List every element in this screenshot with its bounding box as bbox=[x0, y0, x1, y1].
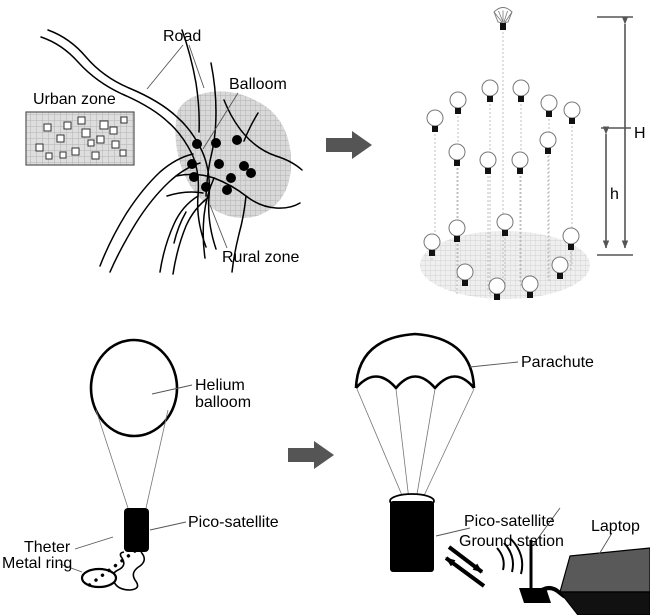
helium-balloon-shape bbox=[89, 338, 179, 438]
road-leader-right bbox=[188, 44, 205, 89]
parachute-suspension-lines bbox=[356, 388, 475, 501]
road-leader-left bbox=[146, 44, 184, 90]
bottom-flow-arrow bbox=[288, 441, 334, 469]
metal-ring-shape bbox=[80, 567, 118, 589]
panel-deployment-area-map: Road Balloom Urban zone Rural zone bbox=[25, 28, 303, 275]
label-total-altitude: H bbox=[634, 125, 646, 142]
balloon-rigging-left bbox=[95, 409, 129, 509]
label-pico-satellite-left: Pico-satellite bbox=[188, 514, 279, 531]
urban-zone-shape bbox=[25, 111, 135, 166]
label-helium-balloon-line2: balloom bbox=[195, 394, 251, 411]
altitude-dimensions: H h bbox=[597, 16, 646, 256]
label-tether-altitude: h bbox=[610, 186, 619, 203]
top-flow-arrow bbox=[326, 131, 372, 159]
urban-buildings bbox=[35, 116, 128, 160]
balloon-markers bbox=[187, 135, 256, 195]
laptop-base bbox=[558, 591, 650, 615]
label-road: Road bbox=[163, 28, 201, 45]
helium-balloon-leader bbox=[151, 384, 193, 395]
parachute-scallops bbox=[355, 375, 476, 391]
laptop-screen bbox=[559, 547, 650, 593]
tether-line bbox=[82, 549, 137, 591]
metal-ring-leader bbox=[59, 563, 83, 573]
panel-descent-and-recovery: Parachute Pico-satellite Ground station … bbox=[354, 332, 650, 615]
panel-ascent-configuration: Helium balloom Pico-satellite Theter Met… bbox=[2, 338, 279, 591]
pico-satellite-body-descent bbox=[390, 501, 434, 572]
parachute-leader bbox=[469, 361, 519, 368]
pico-satellite-body bbox=[124, 508, 149, 552]
balloon-leader bbox=[202, 92, 239, 150]
rf-signal-arcs bbox=[496, 538, 524, 575]
laptop-leader bbox=[597, 532, 613, 557]
label-pico-satellite-right: Pico-satellite bbox=[464, 513, 555, 530]
ground-station-leader bbox=[532, 507, 561, 546]
label-parachute: Parachute bbox=[521, 354, 594, 371]
pico-satellite-leader-right bbox=[435, 527, 471, 537]
panel-balloon-constellation: H h bbox=[420, 7, 646, 300]
uplink-arrow bbox=[444, 556, 486, 588]
balloon-rigging-right bbox=[145, 409, 169, 509]
pico-satellite-leader-left bbox=[149, 521, 187, 531]
label-helium-balloon-line1: Helium bbox=[195, 377, 245, 394]
label-tether: Theter bbox=[24, 539, 71, 556]
label-laptop: Laptop bbox=[591, 518, 640, 535]
road-network bbox=[40, 29, 303, 275]
laptop bbox=[558, 547, 650, 615]
label-balloon: Balloom bbox=[229, 76, 287, 93]
descending-parachute bbox=[493, 7, 513, 30]
label-rural-zone: Rural zone bbox=[222, 249, 299, 266]
label-urban-zone: Urban zone bbox=[33, 91, 116, 108]
rural-leader bbox=[209, 204, 228, 249]
downlink-arrow bbox=[447, 545, 484, 574]
payload-cable bbox=[111, 551, 146, 591]
balloon-units bbox=[423, 79, 581, 300]
label-ground-station: Ground station bbox=[459, 533, 564, 550]
tether-leader bbox=[74, 536, 114, 550]
parachute-canopy bbox=[354, 332, 476, 389]
label-metal-ring: Metal ring bbox=[2, 555, 72, 572]
